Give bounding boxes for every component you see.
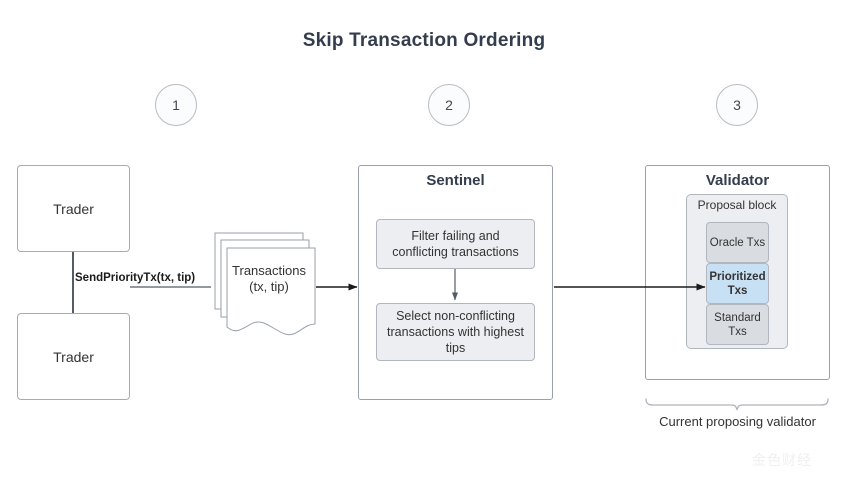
step-marker-2-label: 2 (445, 97, 453, 113)
node-trader-2-label: Trader (53, 348, 94, 365)
proposal-block-title: Proposal block (697, 198, 777, 212)
proposal-block-item-oracle-txs: Oracle Txs (706, 222, 769, 263)
step-marker-1: 1 (155, 84, 197, 126)
step-marker-3-label: 3 (733, 97, 741, 113)
edge-label-send-priority-tx: SendPriorityTx(tx, tip) (74, 272, 197, 284)
sentinel-step-filter: Filter failing and conflicting transacti… (376, 219, 535, 269)
node-trader-1-label: Trader (53, 200, 94, 217)
node-trader-1: Trader (17, 165, 130, 252)
step-marker-3: 3 (716, 84, 758, 126)
node-trader-2: Trader (17, 313, 130, 400)
proposal-block-item-standard-txs: Standard Txs (706, 304, 769, 345)
transactions-document-label: Transactions (tx, tip) (219, 263, 319, 295)
page-title: Skip Transaction Ordering (302, 30, 546, 51)
watermark: 金色财经 (752, 453, 812, 469)
container-sentinel (358, 165, 553, 400)
trader-connector-line (72, 252, 74, 313)
step-marker-1-label: 1 (172, 97, 180, 113)
brace-caption-current-proposing-validator: Current proposing validator (659, 414, 816, 429)
transactions-document-stack (211, 231, 316, 343)
step-marker-2: 2 (428, 84, 470, 126)
transactions-doc-line-2: (tx, tip) (249, 279, 289, 294)
proposal-block-item-prioritized-txs: Prioritized Txs (706, 263, 769, 304)
transactions-doc-line-1: Transactions (232, 263, 306, 278)
container-validator-title: Validator (705, 172, 770, 189)
sentinel-step-select: Select non-conflicting transactions with… (376, 303, 535, 361)
container-sentinel-title: Sentinel (426, 172, 485, 189)
